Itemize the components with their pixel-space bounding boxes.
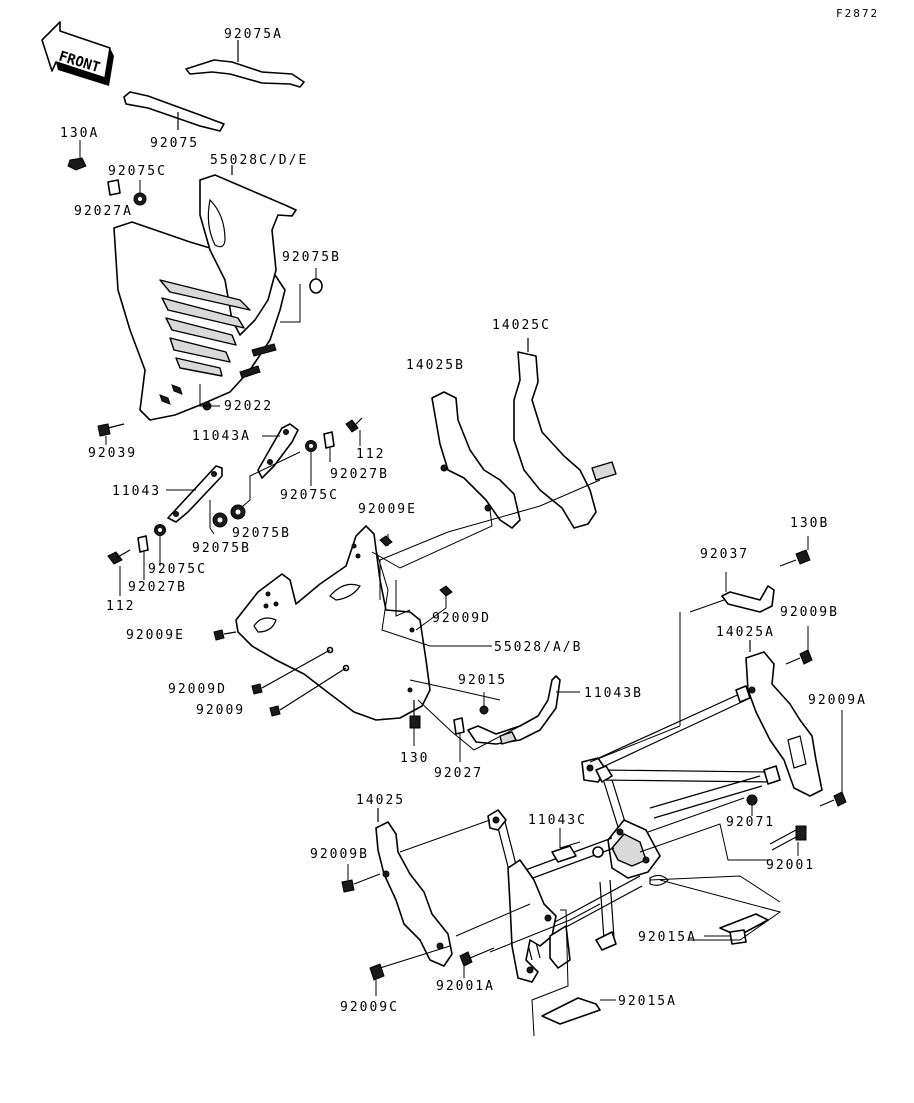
label-92009D-mid: 92009D <box>432 611 491 626</box>
part-14025B-bracket <box>431 391 521 529</box>
front-arrow-icon: FRONT <box>41 21 114 86</box>
part-92009E-left-screw <box>213 629 237 641</box>
part-92001A-bolt <box>459 947 495 978</box>
part-92001-bolt <box>769 825 807 856</box>
label-92075B-mid: 92075B <box>232 526 291 541</box>
label-92009: 92009 <box>196 703 245 718</box>
label-92015A-right: 92015A <box>638 930 697 945</box>
label-92009D-left: 92009D <box>168 682 227 697</box>
part-14025-bracket <box>375 808 453 967</box>
part-92075C-top-grommet <box>133 180 147 206</box>
part-92027A-collar <box>107 179 121 196</box>
label-130B: 130B <box>790 516 829 531</box>
part-92009D-left-screw <box>251 649 331 695</box>
label-92027B-top: 92027B <box>330 467 389 482</box>
main-subframe <box>487 685 781 983</box>
label-92071: 92071 <box>726 815 775 830</box>
label-92009B-right: 92009B <box>780 605 839 620</box>
label-112-low: 112 <box>106 599 135 614</box>
label-92015A-bottom: 92015A <box>618 994 677 1009</box>
label-92022: 92022 <box>224 399 273 414</box>
label-92027B-low: 92027B <box>128 580 187 595</box>
label-11043: 11043 <box>112 484 161 499</box>
part-92009B-left-screw <box>341 864 381 893</box>
label-92075C-low: 92075C <box>148 562 207 577</box>
part-92071-spacer <box>746 794 758 816</box>
label-92075C-top: 92075C <box>108 164 167 179</box>
part-92075C-mid-grommet <box>235 440 317 513</box>
label-130A: 130A <box>60 126 99 141</box>
part-55028CDE-cowl <box>113 165 297 421</box>
part-92027B-low-collar <box>137 535 149 580</box>
label-11043C: 11043C <box>528 813 587 828</box>
label-92015: 92015 <box>458 673 507 688</box>
label-55028CDE: 55028C/D/E <box>210 153 308 168</box>
label-92001: 92001 <box>766 858 815 873</box>
part-11043B-stay <box>467 675 580 745</box>
label-92027: 92027 <box>434 766 483 781</box>
label-92009B-left: 92009B <box>310 847 369 862</box>
label-55028AB: 55028/A/B <box>494 640 582 655</box>
part-92009-screw <box>269 667 347 717</box>
part-92075B-mid-grommet <box>230 504 246 520</box>
part-92015-clip <box>409 679 501 715</box>
part-11043-bracket <box>166 465 223 523</box>
part-130A-bolt <box>67 140 87 171</box>
label-92075B-top: 92075B <box>282 250 341 265</box>
label-92009C: 92009C <box>340 1000 399 1015</box>
part-92075 <box>123 91 225 132</box>
label-14025C: 14025C <box>492 318 551 333</box>
part-92075A <box>185 40 305 88</box>
label-92009E-top: 92009E <box>358 502 417 517</box>
part-112-top-bolt <box>345 417 363 446</box>
part-92009E-top-screw <box>379 535 393 547</box>
label-92075: 92075 <box>150 136 199 151</box>
label-92027A: 92027A <box>74 204 133 219</box>
part-92037-band <box>721 572 775 613</box>
part-112-low-bolt <box>107 549 131 596</box>
label-130: 130 <box>400 751 429 766</box>
label-11043B: 11043B <box>584 686 643 701</box>
label-92009A: 92009A <box>808 693 867 708</box>
part-92075B-low-grommet <box>209 500 228 535</box>
part-92009D-mid-screw <box>439 585 453 597</box>
part-14025A-bracket <box>745 640 823 797</box>
label-112-top: 112 <box>356 447 385 462</box>
part-92075C-low-grommet <box>154 524 166 566</box>
part-92015A-bottom-plate <box>531 909 616 1037</box>
part-92009B-right-screw <box>785 626 813 665</box>
part-130B-bolt <box>779 536 811 567</box>
part-92027-collar <box>453 717 465 762</box>
label-92039: 92039 <box>88 446 137 461</box>
label-92075A: 92075A <box>224 27 283 42</box>
label-11043A: 11043A <box>192 429 251 444</box>
label-92009E-left: 92009E <box>126 628 185 643</box>
part-92039-screw <box>97 423 125 445</box>
part-55028AB-lower-cowl <box>235 525 492 721</box>
label-92075C-mid: 92075C <box>280 488 339 503</box>
part-14025C-bracket <box>513 338 617 529</box>
part-92022-clip <box>199 384 220 411</box>
part-92009C-screw <box>369 963 385 996</box>
part-11043A-bracket <box>257 423 299 479</box>
part-92075B-top-grommet <box>280 268 323 323</box>
label-92075B-low: 92075B <box>192 541 251 556</box>
label-92001A: 92001A <box>436 979 495 994</box>
label-14025: 14025 <box>356 793 405 808</box>
figure-ref: F2872 <box>836 7 879 20</box>
part-92009A-screw <box>819 710 847 807</box>
label-92037: 92037 <box>700 547 749 562</box>
part-92015A-right-plate <box>659 879 782 945</box>
label-14025A: 14025A <box>716 625 775 640</box>
part-92027B-top-collar <box>323 431 335 462</box>
part-130-bolt <box>409 700 421 746</box>
label-14025B: 14025B <box>406 358 465 373</box>
